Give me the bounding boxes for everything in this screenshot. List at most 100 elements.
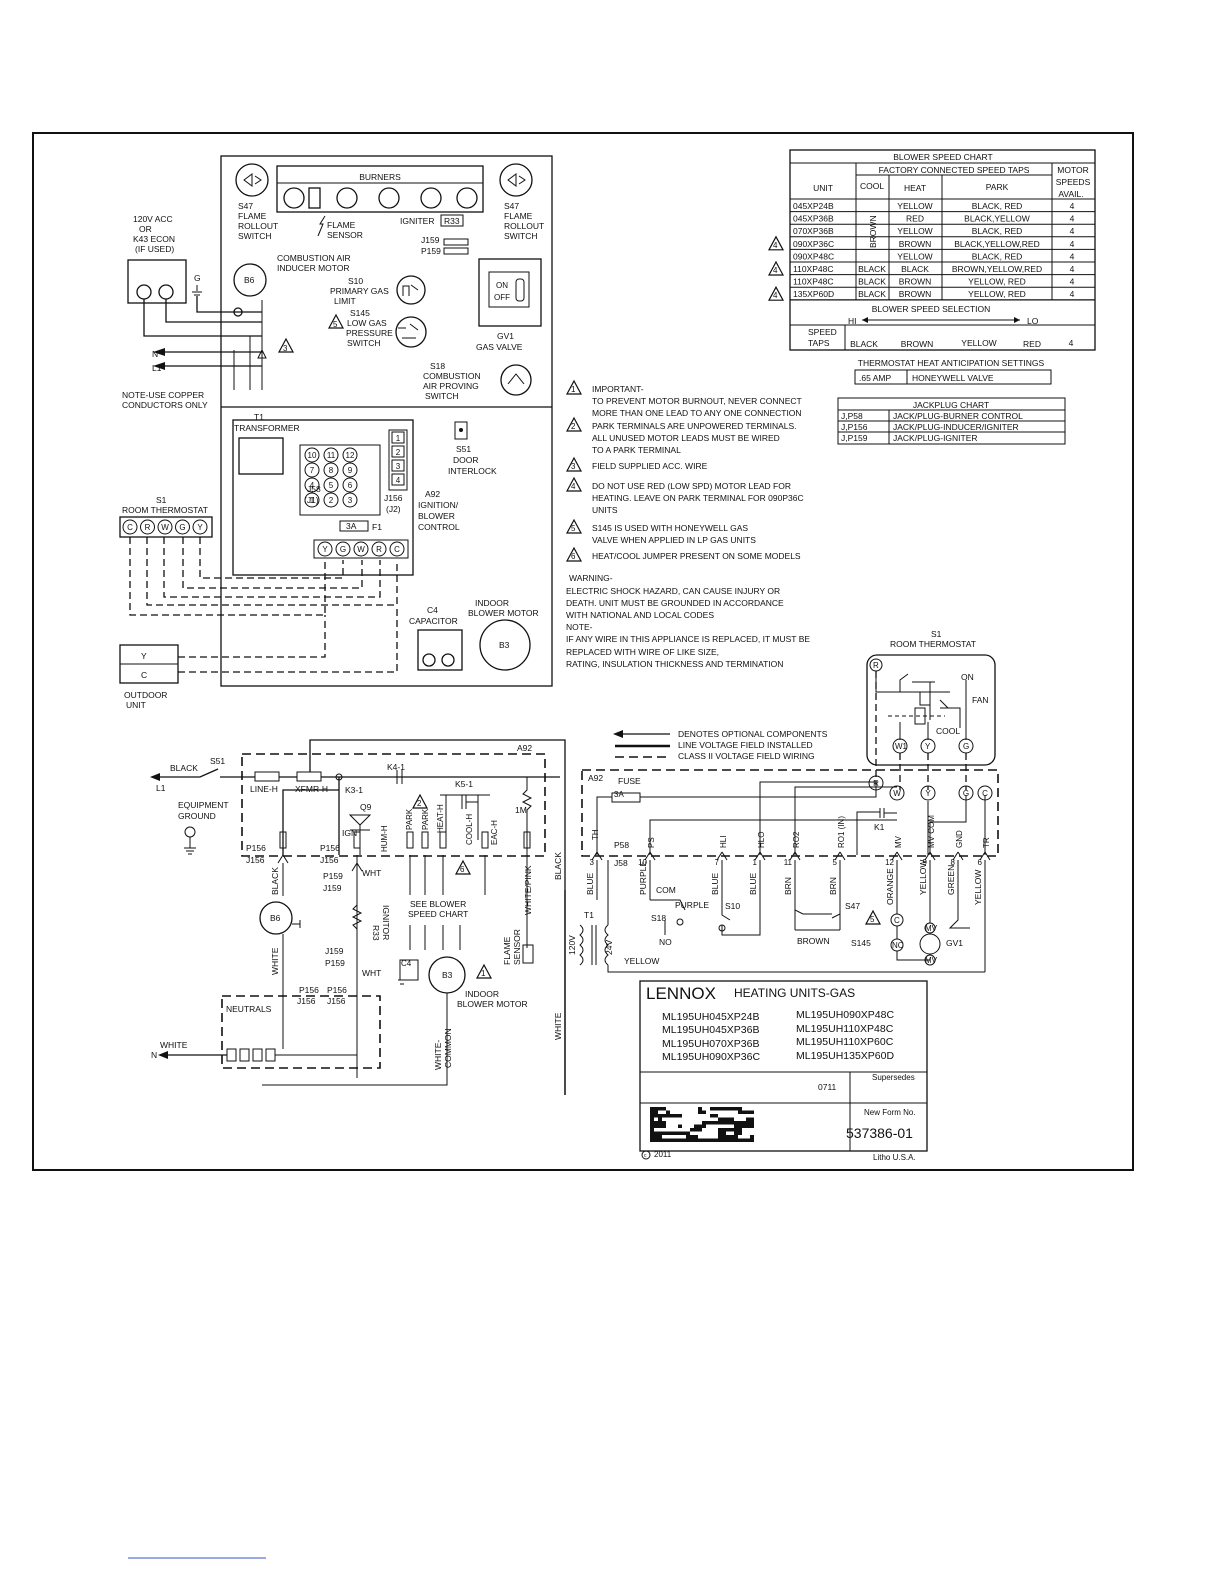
flame-sensor-schematic-1: FLAME xyxy=(502,936,512,965)
thermostat-terminal-label: Y xyxy=(197,523,203,532)
thermostat-terminal-label: W xyxy=(161,523,169,532)
svg-text:WITH NATIONAL AND LOCAL CODES: WITH NATIONAL AND LOCAL CODES xyxy=(566,610,714,620)
outdoor-unit-label: UNIT xyxy=(126,700,146,710)
svg-text:C4: C4 xyxy=(427,605,438,615)
j156-pin-number: 2 xyxy=(396,448,401,457)
fuse-3a-schematic: 3A xyxy=(614,790,624,799)
svg-text:CONDUCTORS ONLY: CONDUCTORS ONLY xyxy=(122,400,208,410)
legend-line-voltage: LINE VOLTAGE FIELD INSTALLED xyxy=(678,740,813,750)
note-line: UNITS xyxy=(592,505,618,515)
ignitor-label: IGNITOR xyxy=(381,905,391,940)
s145-label: S145 LOW GAS PRESSURE SWITCH xyxy=(346,308,393,348)
note-line: HEAT/COOL JUMPER PRESENT ON SOME MODELS xyxy=(592,551,801,561)
j58-pin-number: 11 xyxy=(327,451,336,460)
b6-schematic-label: B6 xyxy=(270,913,281,923)
printed-in-label: Litho U.S.A. xyxy=(873,1153,916,1162)
brown-jumper-label: BROWN xyxy=(797,936,830,946)
unit-header: UNIT xyxy=(813,183,833,193)
svg-text:S51: S51 xyxy=(456,444,471,454)
blower-row-unit: 135XP60D xyxy=(793,289,834,299)
pin-wire-color: PURPLE xyxy=(638,861,648,895)
motor-speeds-header-3: AVAIL. xyxy=(1058,189,1083,199)
svg-text:COMBUSTION: COMBUSTION xyxy=(423,371,481,381)
note-line: ALL UNUSED MOTOR LEADS MUST BE WIRED xyxy=(592,433,780,443)
fuse-label: FUSE xyxy=(618,776,641,786)
svg-text:S47: S47 xyxy=(238,201,253,211)
blower-row-unit: 045XP24B xyxy=(793,201,834,211)
svg-text:S18: S18 xyxy=(430,361,445,371)
fuse-rating: 3A xyxy=(346,521,357,531)
burner-assembly xyxy=(276,165,484,213)
anticipation-title: THERMOSTAT HEAT ANTICIPATION SETTINGS xyxy=(858,358,1045,368)
electric-shock-warning: WARNING- ELECTRIC SHOCK HAZARD, CAN CAUS… xyxy=(566,573,784,620)
tap-yellow: YELLOW xyxy=(961,338,996,348)
svg-text:P156: P156 xyxy=(320,843,340,853)
form-barcode xyxy=(650,1107,754,1142)
note-line: IMPORTANT- xyxy=(592,384,644,394)
speed-taps-label-1: SPEED xyxy=(808,327,837,337)
j58-pin xyxy=(342,447,358,463)
j58-pin-function: GND xyxy=(955,830,964,848)
wire-replacement-note: NOTE- IF ANY WIRE IN THIS APPLIANCE IS R… xyxy=(566,622,810,669)
svg-text:J159: J159 xyxy=(323,883,342,893)
see-blower-chart-2: SPEED CHART xyxy=(408,909,468,919)
blower-row-park: BROWN,YELLOW,RED xyxy=(952,264,1042,274)
svg-text:3: 3 xyxy=(283,344,288,353)
j58-schematic-label: J58 xyxy=(614,858,628,868)
primary-limit-switch xyxy=(396,275,426,305)
j159-label: J159 xyxy=(421,235,440,245)
j58-pin xyxy=(323,492,339,508)
svg-text:5: 5 xyxy=(333,320,338,329)
flame-sensor-label: FLAME SENSOR xyxy=(317,215,363,240)
board-terminal-label: G xyxy=(340,545,346,554)
control-terminal xyxy=(868,775,884,791)
svg-text:SWITCH: SWITCH xyxy=(347,338,381,348)
gas-valve-label: GAS VALVE xyxy=(476,342,523,352)
j58-pin-number: 9 xyxy=(348,466,353,475)
svg-text:S10: S10 xyxy=(348,276,363,286)
com-label: COM xyxy=(656,885,676,895)
warning-number: 4 xyxy=(773,266,778,275)
svg-text:P156: P156 xyxy=(246,843,266,853)
svg-text:NOTE-USE COPPER: NOTE-USE COPPER xyxy=(122,390,204,400)
low-voltage-terminal-strip xyxy=(313,539,409,559)
svg-text:P159: P159 xyxy=(323,871,343,881)
j58-pin-number: 10 xyxy=(638,858,647,867)
white-common-2: COMMON xyxy=(443,1028,453,1068)
blower-row-unit: 110XP48C xyxy=(793,264,833,274)
heat-h-label: HEAT-H xyxy=(436,804,445,833)
jackplug-id: J,P156 xyxy=(841,422,868,432)
white-common-1: WHITE- xyxy=(433,1040,443,1070)
s18-schematic-label: S18 xyxy=(651,913,666,923)
board-terminal-label: C xyxy=(394,545,400,554)
svg-text:J159: J159 xyxy=(325,946,344,956)
models-left: ML195UH045XP24B ML195UH045XP36B ML195UH0… xyxy=(662,1011,760,1063)
j58-pin-function: PS xyxy=(647,837,656,848)
q9-label: Q9 xyxy=(360,802,372,812)
svg-text:J156: J156 xyxy=(297,996,316,1006)
power-supply-label: 120V ACC OR K43 ECON (IF USED) xyxy=(133,214,175,254)
svg-text:DEATH. UNIT MUST BE GROUNDED I: DEATH. UNIT MUST BE GROUNDED IN ACCORDAN… xyxy=(566,598,784,608)
s18-label: S18 COMBUSTION AIR PROVING SWITCH xyxy=(423,361,481,401)
j58-pin-number: 6 xyxy=(978,858,983,867)
svg-text:J156: J156 xyxy=(246,855,265,865)
svg-text:DOOR: DOOR xyxy=(453,455,479,465)
s51-label: S51 DOOR INTERLOCK xyxy=(448,444,497,476)
neutrals-label: NEUTRALS xyxy=(226,1004,272,1014)
svg-text:BLOWER: BLOWER xyxy=(418,511,455,521)
white-neutral-label: WHITE xyxy=(160,1040,188,1050)
svg-text:OR: OR xyxy=(139,224,152,234)
copper-note: NOTE-USE COPPER CONDUCTORS ONLY xyxy=(122,390,208,410)
blower-row-park: BLACK, RED xyxy=(972,251,1023,261)
j58-pin xyxy=(304,492,320,508)
j58-pin-number: 12 xyxy=(346,451,355,460)
r33-schematic-label: R33 xyxy=(371,925,381,941)
svg-text:W1: W1 xyxy=(895,742,908,751)
svg-text:BLOWER MOTOR: BLOWER MOTOR xyxy=(468,608,539,618)
ignition-control-board xyxy=(232,419,414,576)
j58-pin-number: 4 xyxy=(310,481,315,490)
unit-layout-diagram: BURNERS S47 FLAME ROLLOUT SWITCH S47 FLA… xyxy=(119,155,553,710)
b3-label: B3 xyxy=(499,640,510,650)
